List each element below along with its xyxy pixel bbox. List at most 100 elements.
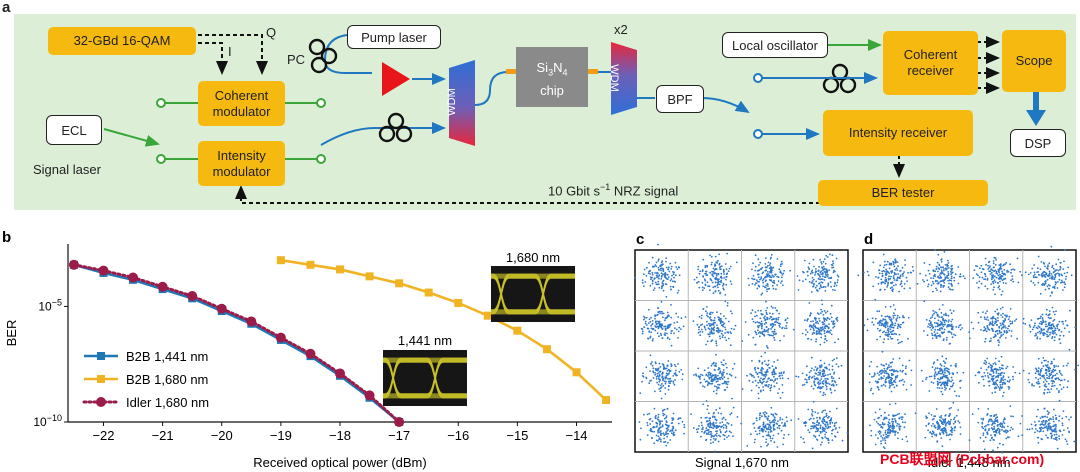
constellation-point	[992, 282, 995, 285]
constellation-point	[1047, 382, 1050, 385]
constellation-point	[1002, 264, 1004, 267]
constellation-point	[766, 275, 768, 278]
constellation-point	[789, 269, 791, 272]
constellation-point	[819, 258, 821, 261]
constellation-point	[752, 336, 755, 339]
constellation-point	[984, 359, 986, 362]
constellation-point	[663, 437, 665, 440]
constellation-point	[1053, 313, 1056, 316]
constellation-point	[1040, 423, 1043, 426]
constellation-point	[726, 386, 729, 389]
constellation-point	[668, 324, 671, 326]
constellation-point	[1045, 364, 1048, 367]
constellation-point	[729, 265, 732, 268]
constellation-point	[817, 277, 820, 280]
constellation-point	[892, 415, 895, 417]
constellation-point	[985, 368, 988, 371]
constellation-point	[703, 386, 706, 388]
constellation-point	[761, 362, 764, 365]
constellation-point	[892, 304, 895, 306]
constellation-point	[765, 373, 767, 375]
constellation-point	[891, 361, 894, 364]
constellation-point	[1045, 385, 1048, 388]
constellation-point	[817, 328, 820, 331]
constellation-point	[812, 324, 815, 327]
constellation-point	[823, 310, 826, 312]
constellation-point	[884, 276, 887, 279]
constellation-point	[947, 286, 950, 289]
data-point	[424, 288, 433, 297]
constellation-point	[888, 418, 891, 421]
constellation-point	[1066, 427, 1069, 429]
constellation-point	[875, 276, 877, 278]
constellation-point	[665, 367, 668, 370]
constellation-point	[994, 391, 997, 394]
constellation-point	[758, 429, 761, 432]
constellation-point	[810, 312, 812, 315]
constellation-point	[781, 276, 783, 279]
constellation-point	[682, 325, 685, 328]
constellation-point	[1065, 275, 1067, 278]
constellation-point	[759, 317, 762, 320]
constellation-point	[819, 387, 821, 389]
constellation-point	[953, 416, 956, 419]
constellation-point	[1042, 419, 1045, 422]
constellation-point	[1037, 255, 1040, 258]
constellation-point	[714, 255, 717, 258]
constellation-point	[822, 265, 825, 268]
constellation-point	[950, 380, 952, 383]
coherent-modulator-box: Coherent modulator	[198, 81, 285, 126]
x-tick-label: −19	[270, 428, 292, 443]
constellation-point	[887, 271, 890, 273]
constellation-point	[810, 270, 813, 273]
constellation-point	[871, 321, 874, 324]
constellation-point	[821, 441, 823, 444]
constellation-point	[994, 269, 997, 272]
constellation-point	[824, 286, 827, 288]
constellation-point	[894, 259, 897, 262]
constellation-point	[721, 382, 724, 385]
constellation-point	[1043, 388, 1046, 391]
constellation-point	[897, 265, 899, 268]
constellation-point	[991, 427, 993, 429]
constellation-point	[890, 380, 892, 383]
constellation-point	[880, 435, 882, 437]
constellation-point	[781, 374, 784, 377]
chip-n: N	[553, 60, 563, 75]
constellation-point	[823, 430, 826, 432]
constellation-point	[657, 280, 660, 283]
constellation-point	[1035, 367, 1037, 370]
constellation-point	[873, 373, 876, 376]
constellation-point	[1056, 372, 1058, 375]
constellation-point	[818, 422, 820, 425]
constellation-point	[999, 322, 1002, 325]
constellation-point	[1008, 436, 1010, 439]
constellation-point	[656, 274, 658, 277]
constellation-point	[705, 416, 708, 419]
constellation-point	[818, 320, 821, 322]
constellation-point	[890, 262, 893, 265]
constellation-point	[1063, 281, 1066, 284]
constellation-point	[980, 367, 982, 369]
constellation-point	[1043, 377, 1046, 380]
constellation-point	[753, 427, 756, 429]
constellation-point	[707, 371, 710, 374]
constellation-point	[880, 376, 883, 379]
constellation-point	[764, 276, 766, 279]
constellation-point	[892, 284, 895, 287]
constellation-point	[719, 435, 722, 438]
constellation-point	[985, 318, 988, 321]
constellation-point	[825, 366, 828, 369]
constellation-point	[870, 429, 873, 432]
constellation-point	[948, 373, 951, 375]
constellation-point	[802, 280, 804, 282]
constellation-point	[877, 388, 880, 391]
constellation-point	[713, 411, 715, 414]
constellation-point	[892, 329, 895, 332]
constellation-point	[989, 273, 992, 275]
constellation-point	[706, 429, 709, 432]
constellation-point	[807, 429, 810, 431]
constellation-point	[895, 414, 897, 417]
constellation-point	[1062, 334, 1065, 337]
constellation-point	[770, 279, 773, 282]
